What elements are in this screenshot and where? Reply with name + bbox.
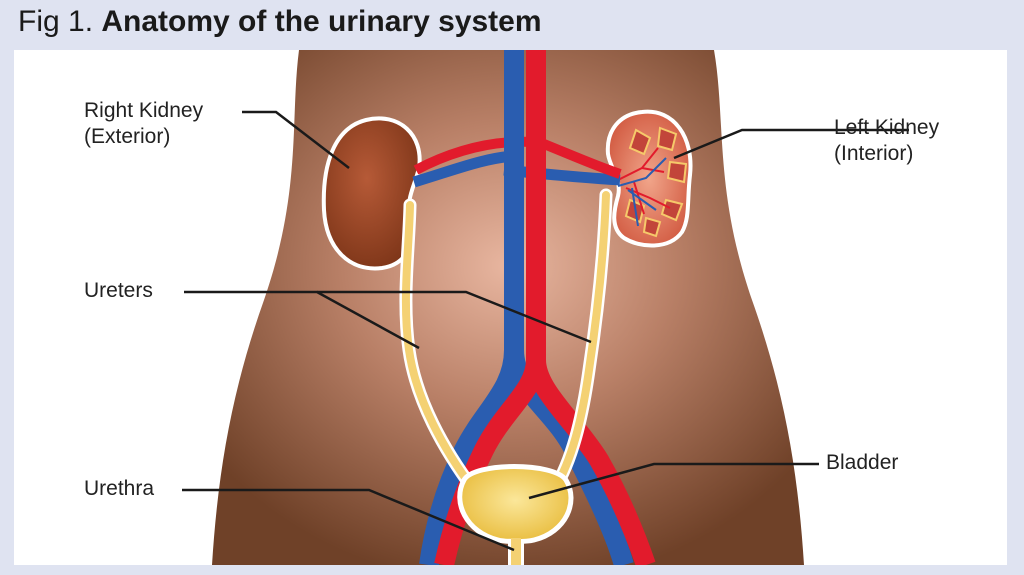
urethra-label: Urethra (84, 477, 155, 500)
figure-title: Fig 1. Anatomy of the urinary system (18, 2, 542, 42)
ureters (399, 188, 613, 497)
left-kidney-label: Left Kidney (Interior) (834, 115, 939, 167)
bladder-label: Bladder (826, 451, 899, 474)
left-renal-artery (537, 137, 622, 179)
left-kidney-label-line2: (Interior) (834, 142, 914, 165)
ureters-label: Ureters (84, 279, 153, 302)
bladder (457, 464, 574, 544)
left-kidney-label-line1: Left Kidney (834, 116, 940, 139)
figure-name: Anatomy of the urinary system (101, 5, 542, 38)
diagram-panel: Right Kidney (Exterior) Left Kidney (Int… (14, 50, 1007, 565)
left-kidney (605, 109, 693, 248)
right-kidney-label-line1: Right Kidney (84, 99, 204, 122)
right-kidney-label-line2: (Exterior) (84, 125, 171, 148)
figure-number: Fig 1. (18, 5, 94, 38)
leader-lines (182, 110, 909, 552)
urinary-system-illustration (182, 50, 909, 565)
right-kidney-label: Right Kidney (Exterior) (84, 98, 203, 150)
